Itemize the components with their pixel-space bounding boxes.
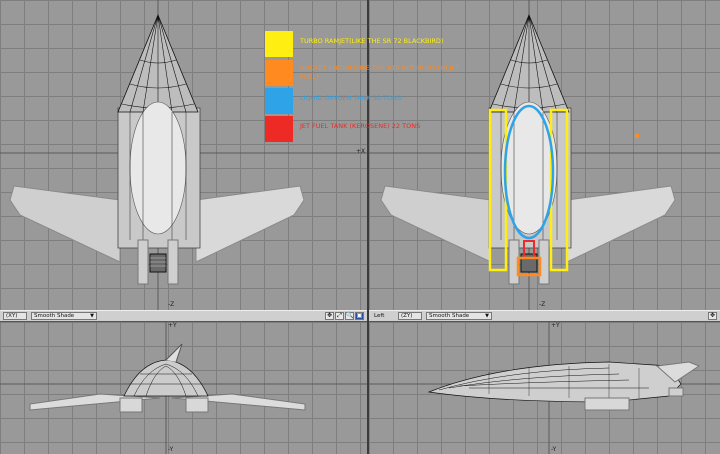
view-select-value: (ZY) (401, 313, 413, 319)
spaceplane-annotated-view (369, 0, 720, 310)
viewport-bottom-left[interactable]: +Y -Y (0, 322, 367, 454)
inner-tank (129, 101, 187, 235)
shade-select-value: Smooth Shade (429, 313, 470, 319)
legend-label: ROCKET ENGINE(LIKE THE X15 BUT RUNS ON J… (300, 64, 460, 81)
legend-item-rocket-engine: ROCKET ENGINE(LIKE THE X15 BUT RUNS ON J… (265, 60, 465, 86)
pivot-point-marker (635, 134, 639, 138)
legend-label: LIQUID OXYGEN TANK 30 TONS (300, 94, 402, 102)
tail-fin (655, 361, 701, 383)
legend-swatch (265, 88, 293, 114)
legend-label: TURBO RAMJET(LIKE THE SR 72 BLACKBIRD) (300, 37, 444, 45)
rocket-engine-marker (516, 256, 542, 277)
view-select-value: (XY) (6, 313, 18, 319)
chevron-down-icon: ▼ (485, 313, 489, 319)
spaceplane-front-view (0, 322, 367, 454)
axis-label-z: -Z (539, 301, 546, 308)
right-wing (195, 185, 305, 263)
axis-label-y-negative: -Y (168, 446, 174, 453)
liquid-oxygen-tank-marker (503, 104, 555, 240)
axis-label-z: -Z (168, 301, 175, 308)
viewport-buttons: ✥ (708, 312, 717, 320)
camera-label-value: Left (374, 313, 385, 319)
legend-swatch (265, 31, 293, 57)
left-wing (380, 185, 492, 263)
viewport-toolbar-left: (XY) Smooth Shade ▼ ✥ ⤢ 🔍 ▣ (0, 310, 367, 322)
viewport-bottom-right[interactable]: +Y -Y (369, 322, 720, 454)
left-wing (9, 185, 121, 263)
right-wing (566, 185, 676, 263)
camera-label[interactable]: Left (372, 312, 394, 320)
axis-label-y-positive: +Y (168, 322, 177, 329)
move-icon[interactable]: ✥ (708, 312, 717, 320)
axis-label-y-positive: +Y (551, 322, 560, 329)
legend-swatch (265, 116, 293, 142)
legend-item-jet-fuel: JET FUEL TANK (KEROSENE) 22 TONS (265, 116, 465, 142)
viewport-buttons: ✥ ⤢ 🔍 ▣ (325, 312, 364, 320)
shade-select[interactable]: Smooth Shade ▼ (426, 312, 492, 320)
viewport-top-left[interactable]: +X -Z (0, 0, 367, 310)
rotate-icon[interactable]: ⤢ (335, 312, 344, 320)
viewport-toolbar-right: Left (ZY) Smooth Shade ▼ ✥ (369, 310, 720, 322)
axis-label-y-negative: -Y (551, 446, 557, 453)
shade-select-value: Smooth Shade (34, 313, 75, 319)
legend-label: JET FUEL TANK (KEROSENE) 22 TONS (300, 122, 421, 130)
legend-item-liquid-oxygen: LIQUID OXYGEN TANK 30 TONS (265, 88, 465, 114)
axis-label-x: +X (356, 148, 366, 155)
viewport-top-right[interactable]: +X -Z (369, 0, 720, 310)
engine-nozzle (149, 253, 167, 273)
maximize-icon[interactable]: ▣ (355, 312, 364, 320)
view-select[interactable]: (ZY) (398, 312, 422, 320)
chevron-down-icon: ▼ (90, 313, 94, 319)
shade-select[interactable]: Smooth Shade ▼ (31, 312, 97, 320)
legend-item-turbo-ramjet: TURBO RAMJET(LIKE THE SR 72 BLACKBIRD) (265, 31, 465, 57)
legend-swatch (265, 60, 293, 86)
viewport-splitter[interactable] (367, 0, 369, 454)
spaceplane-side-view (369, 322, 720, 454)
spaceplane-top-view (0, 0, 367, 310)
move-icon[interactable]: ✥ (325, 312, 334, 320)
view-select[interactable]: (XY) (3, 312, 27, 320)
zoom-icon[interactable]: 🔍 (345, 312, 354, 320)
